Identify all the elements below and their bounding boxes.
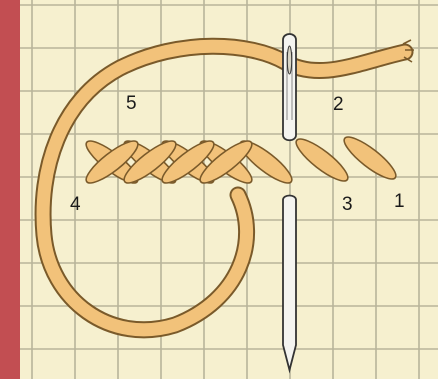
step-label-5: 5 [126, 93, 137, 114]
step-label-1: 1 [394, 191, 405, 212]
step-label-2: 2 [333, 94, 344, 115]
needle-upper [283, 34, 296, 140]
step-label-4: 4 [70, 194, 81, 215]
needle-eye [287, 46, 291, 74]
step-label-3: 3 [342, 194, 353, 215]
needle-lower [283, 196, 296, 371]
